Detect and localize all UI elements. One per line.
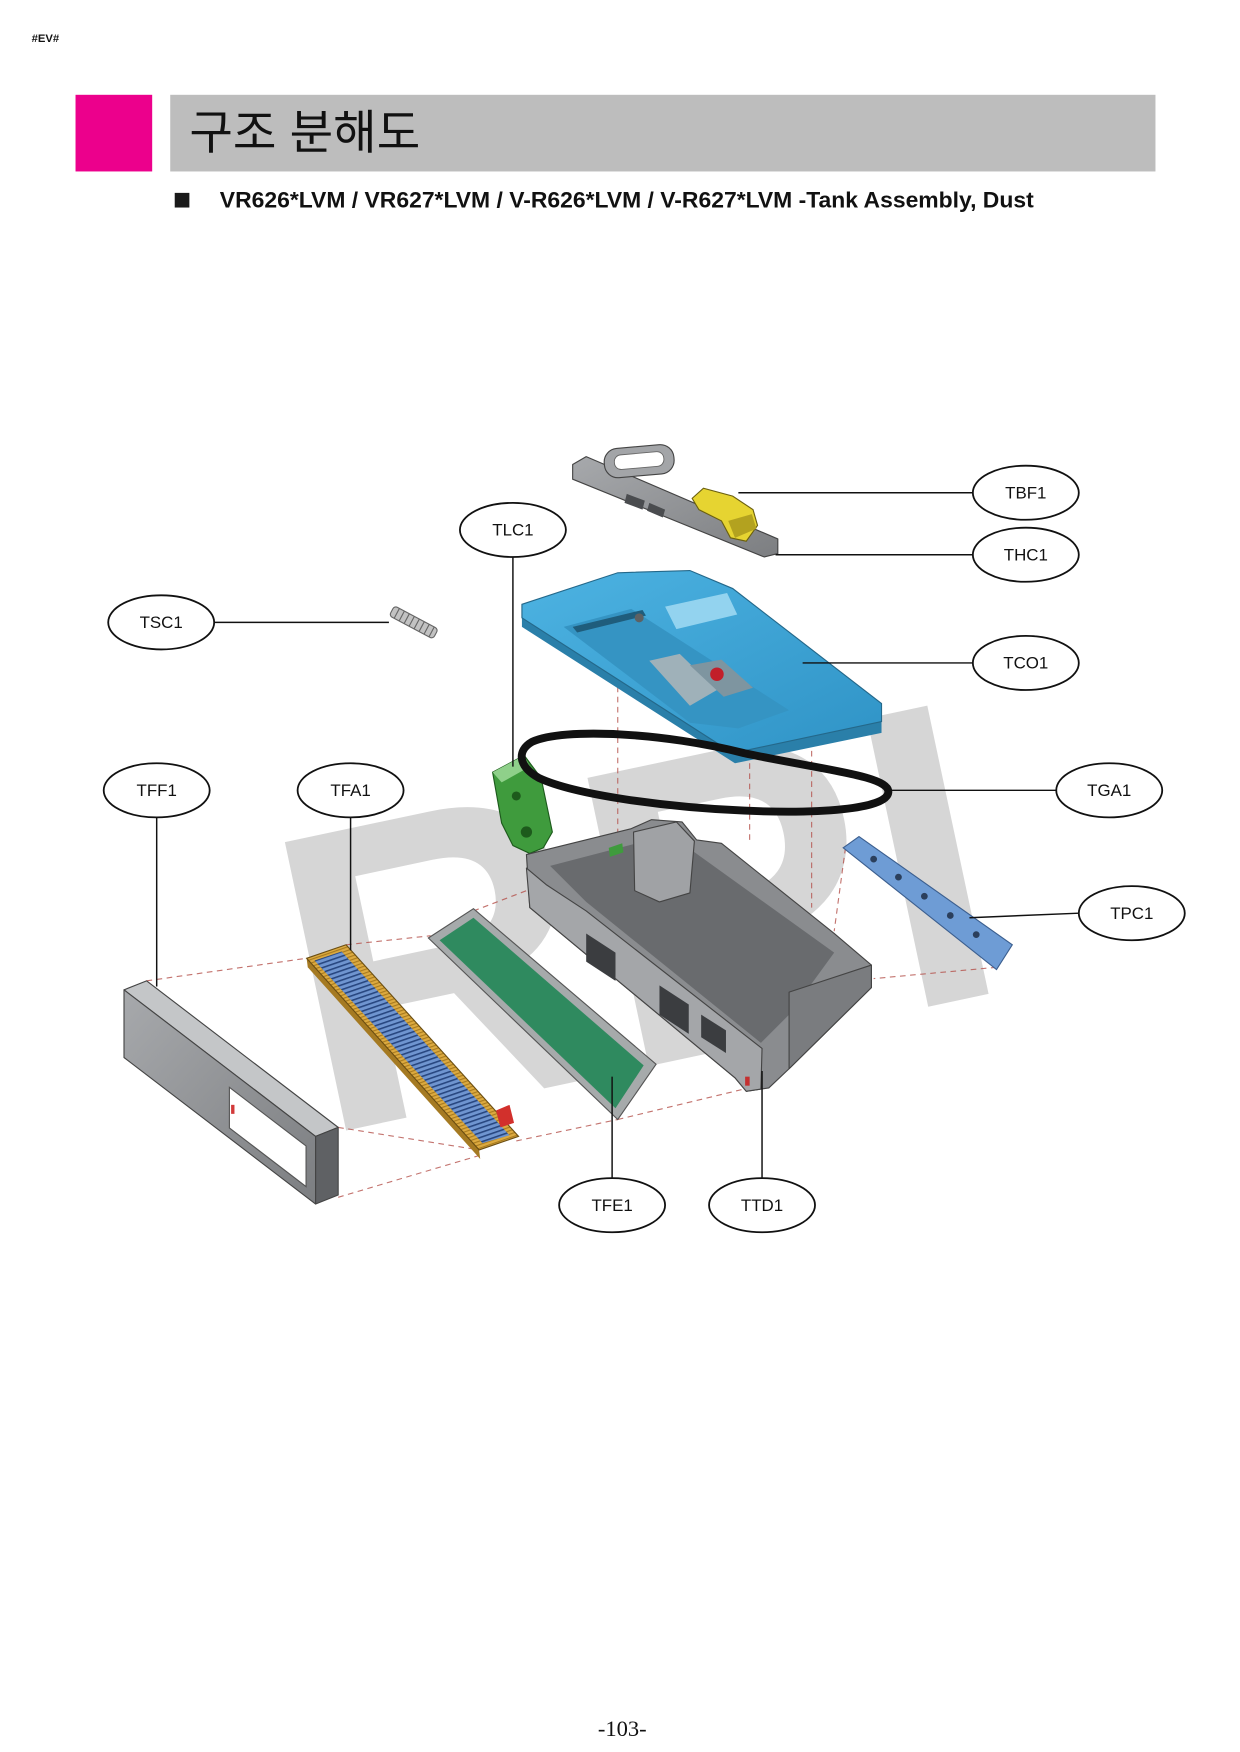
callout-tga1: TGA1 bbox=[890, 762, 1164, 819]
callout-label: TBF1 bbox=[1005, 483, 1046, 502]
guide-line bbox=[833, 847, 847, 932]
assembly-guide-lines bbox=[146, 676, 997, 1198]
callout-oval bbox=[1077, 885, 1186, 942]
assembly-subtitle: VR626*LVM / VR627*LVM / V-R626*LVM / V-R… bbox=[220, 188, 1034, 213]
callout-oval bbox=[971, 464, 1080, 521]
frame-window bbox=[228, 1086, 307, 1188]
callout-oval bbox=[558, 1177, 666, 1234]
callout-tbf1: TBF1 bbox=[738, 464, 1080, 521]
plate-hole bbox=[895, 873, 902, 881]
tank-green-tab bbox=[608, 843, 624, 857]
handle-loop-opening bbox=[613, 451, 665, 470]
callout-thc1: THC1 bbox=[775, 526, 1080, 583]
callout-label: TLC1 bbox=[492, 521, 533, 540]
callout-oval bbox=[107, 594, 216, 651]
part-plate-strip bbox=[842, 835, 1014, 971]
filter-pleats bbox=[314, 951, 510, 1144]
guide-line bbox=[873, 966, 997, 980]
callout-label: TPC1 bbox=[1110, 904, 1153, 923]
leader-line bbox=[969, 912, 1079, 919]
page-title: 구조 분해도 bbox=[189, 107, 420, 160]
title-bar bbox=[170, 94, 1156, 172]
callout-label: THC1 bbox=[1004, 545, 1048, 564]
filter-thickness bbox=[306, 958, 481, 1159]
cover-red-knob bbox=[710, 667, 724, 681]
tank-window bbox=[659, 985, 689, 1034]
guide-line bbox=[516, 1118, 618, 1142]
callout-tff1: TFF1 bbox=[102, 762, 211, 987]
frame-side bbox=[315, 1126, 339, 1205]
part-handle bbox=[572, 444, 779, 558]
bullet-square-icon bbox=[174, 192, 190, 208]
guide-line bbox=[346, 935, 431, 946]
cover-slot bbox=[572, 609, 646, 633]
filter-red-tab bbox=[496, 1104, 515, 1128]
part-dust-tank bbox=[525, 819, 872, 1092]
spring-coils bbox=[393, 608, 435, 638]
part-spring bbox=[389, 606, 438, 639]
latch-tip bbox=[728, 514, 757, 538]
callout-tfa1: TFA1 bbox=[296, 762, 405, 951]
page-marker: #EV# bbox=[32, 33, 60, 45]
callout-label: TFE1 bbox=[591, 1196, 632, 1215]
page-number: -103- bbox=[598, 1716, 647, 1741]
callout-tsc1: TSC1 bbox=[107, 594, 389, 651]
callout-label: TFF1 bbox=[137, 781, 177, 800]
cover-light-strip bbox=[665, 593, 738, 630]
guide-line bbox=[146, 957, 307, 982]
cover-side bbox=[521, 617, 882, 764]
cover-gray-panel bbox=[649, 653, 717, 706]
callout-oval bbox=[971, 634, 1080, 691]
callout-oval bbox=[102, 762, 211, 819]
guide-line bbox=[617, 1088, 745, 1121]
tank-pillar bbox=[632, 821, 695, 903]
handle-button bbox=[647, 502, 666, 518]
tank-red-mark bbox=[745, 1076, 750, 1086]
callout-tco1: TCO1 bbox=[802, 634, 1080, 691]
clip-hole bbox=[520, 826, 533, 838]
callout-label: TFA1 bbox=[330, 781, 370, 800]
clip-hole bbox=[511, 791, 521, 801]
callout-tlc1: TLC1 bbox=[459, 501, 567, 767]
callout-ttd1: TTD1 bbox=[708, 1071, 816, 1234]
plate-hole bbox=[920, 892, 928, 900]
part-hepa-filter bbox=[305, 944, 520, 1159]
callout-label: TTD1 bbox=[741, 1196, 783, 1215]
handle-button bbox=[624, 493, 645, 510]
callout-oval bbox=[1055, 762, 1164, 819]
handle-bar bbox=[572, 456, 779, 558]
plate-hole bbox=[946, 912, 954, 919]
panel-face bbox=[439, 917, 644, 1109]
guide-line bbox=[338, 1155, 480, 1198]
part-front-frame bbox=[123, 980, 339, 1205]
plate-body bbox=[842, 835, 1014, 971]
callout-tpc1: TPC1 bbox=[969, 885, 1186, 942]
section-accent-block bbox=[75, 94, 153, 172]
callout-label: TSC1 bbox=[140, 613, 183, 632]
callout-oval bbox=[708, 1177, 816, 1234]
callout-label: TGA1 bbox=[1087, 781, 1131, 800]
guide-line bbox=[338, 1126, 480, 1151]
tank-inner bbox=[550, 843, 835, 1043]
frame-red-mark bbox=[231, 1104, 235, 1114]
part-tank-cover bbox=[521, 569, 883, 764]
callout-oval bbox=[971, 526, 1080, 583]
tank-end-panel bbox=[788, 964, 872, 1070]
part-gasket bbox=[517, 729, 893, 816]
tank-window bbox=[701, 1014, 726, 1053]
callout-tfe1: TFE1 bbox=[558, 1076, 666, 1234]
plate-hole bbox=[870, 855, 878, 863]
callout-oval bbox=[296, 762, 405, 819]
cover-connector bbox=[634, 613, 644, 623]
part-filter-panel bbox=[427, 907, 657, 1121]
tank-window bbox=[586, 933, 616, 981]
callout-label: TCO1 bbox=[1003, 654, 1048, 673]
part-button-latch bbox=[691, 487, 759, 542]
plate-hole bbox=[972, 931, 980, 938]
callout-oval bbox=[459, 501, 567, 558]
